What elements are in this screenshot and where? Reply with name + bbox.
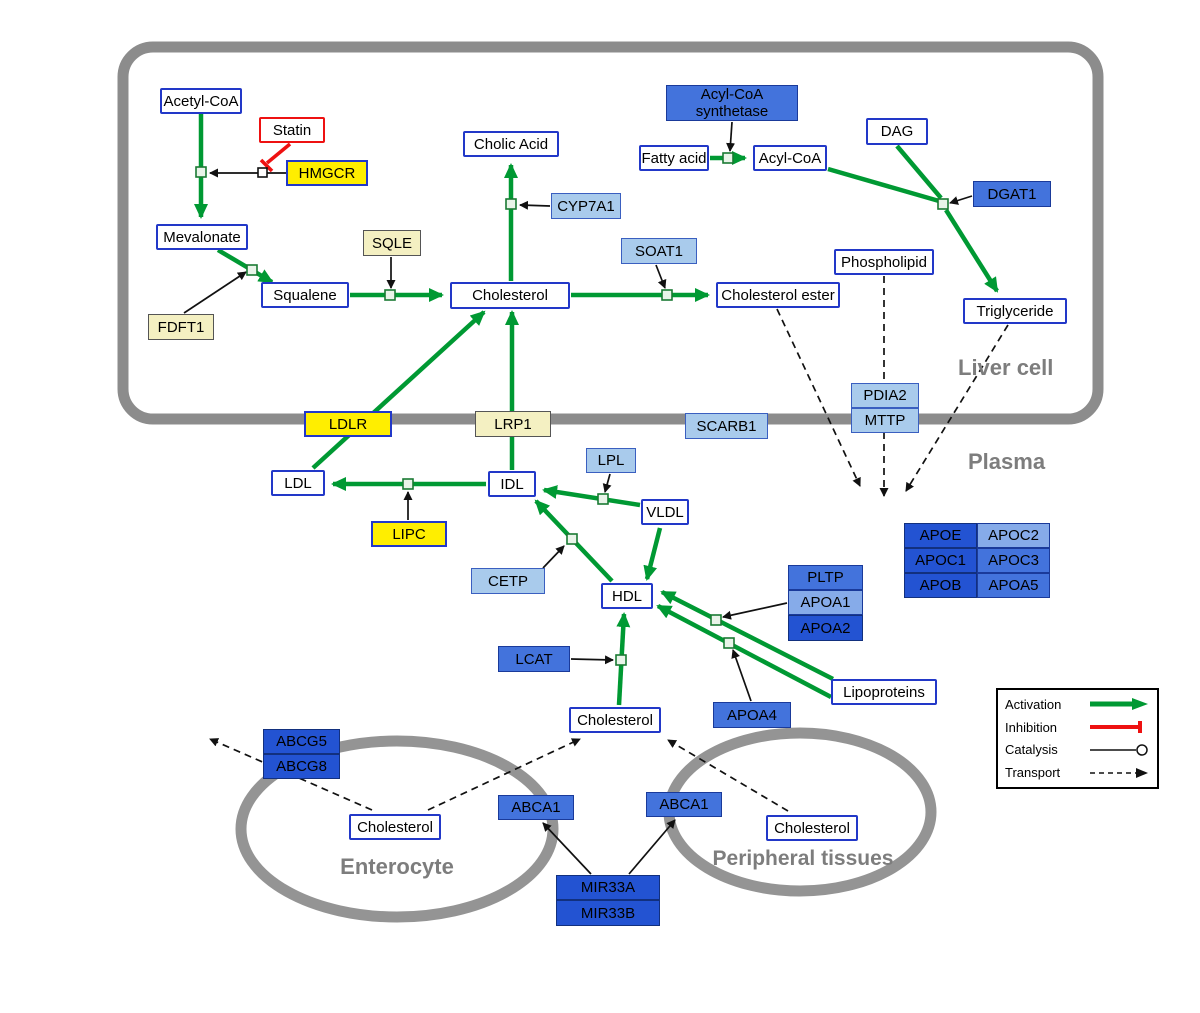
gene-apoa4[interactable]: APOA4: [713, 702, 791, 728]
gene-abca1-enterocyte[interactable]: ABCA1: [498, 795, 574, 820]
metabolite-idl[interactable]: IDL: [488, 471, 536, 497]
metabolite-acyl-coa[interactable]: Acyl-CoA: [753, 145, 827, 171]
catalysis-edges: [183, 121, 973, 875]
gene-cyp7a1[interactable]: CYP7A1: [551, 193, 621, 219]
inhibition-edge: [259, 142, 292, 173]
transport-dashed-arrow-icon: [1090, 767, 1148, 778]
plasma-label: Plasma: [968, 449, 1046, 474]
legend-activation: Activation: [1005, 696, 1150, 712]
metabolite-cholic-acid[interactable]: Cholic Acid: [463, 131, 559, 157]
gene-abca1-peripheral[interactable]: ABCA1: [646, 792, 722, 817]
gene-apob[interactable]: APOB: [904, 573, 977, 598]
gene-lipc[interactable]: LIPC: [371, 521, 447, 547]
gene-apoa2[interactable]: APOA2: [788, 615, 863, 641]
gene-acyl-coa-synthetase[interactable]: Acyl-CoA synthetase: [666, 85, 798, 121]
metabolite-cholesterol-enterocyte[interactable]: Cholesterol: [349, 814, 441, 840]
activation-arrow-icon: [1090, 698, 1148, 711]
legend-inhibition: Inhibition: [1005, 719, 1150, 735]
metabolite-squalene[interactable]: Squalene: [261, 282, 349, 308]
gene-lrp1[interactable]: LRP1: [475, 411, 551, 437]
metabolite-acetyl-coa[interactable]: Acetyl-CoA: [160, 88, 242, 114]
legend-catalysis: Catalysis: [1005, 742, 1150, 758]
enterocyte-membrane: [235, 735, 559, 923]
metabolite-lipoproteins[interactable]: Lipoproteins: [831, 679, 937, 705]
legend: Activation Inhibition Catalysis Transpor…: [996, 688, 1159, 789]
metabolite-cholesterol-peripheral[interactable]: Cholesterol: [766, 815, 858, 841]
metabolite-cholesterol-liver[interactable]: Cholesterol: [450, 282, 570, 309]
gene-abcg5[interactable]: ABCG5: [263, 729, 340, 754]
metabolite-phospholipid[interactable]: Phospholipid: [834, 249, 934, 275]
gene-lpl[interactable]: LPL: [586, 448, 636, 473]
peripheral-tissues-label: Peripheral tissues: [712, 847, 894, 870]
gene-apoc2[interactable]: APOC2: [977, 523, 1050, 548]
gene-cetp[interactable]: CETP: [471, 568, 545, 594]
metabolite-hdl[interactable]: HDL: [601, 583, 653, 609]
reaction-nodes: [195, 152, 949, 666]
gene-apoc3[interactable]: APOC3: [977, 548, 1050, 573]
legend-catalysis-label: Catalysis: [1005, 742, 1058, 758]
gene-mttp[interactable]: MTTP: [851, 408, 919, 433]
gene-lcat[interactable]: LCAT: [498, 646, 570, 672]
cell-membranes: [117, 41, 1104, 923]
gene-apoe[interactable]: APOE: [904, 523, 977, 548]
gene-mir33b[interactable]: MIR33B: [556, 900, 660, 926]
gene-pltp[interactable]: PLTP: [788, 565, 863, 590]
gene-soat1[interactable]: SOAT1: [621, 238, 697, 264]
legend-activation-label: Activation: [1005, 696, 1062, 712]
legend-transport-label: Transport: [1005, 765, 1061, 781]
liver-cell-label: Liver cell: [958, 355, 1054, 380]
enterocyte-label: Enterocyte: [340, 854, 454, 879]
gene-scarb1[interactable]: SCARB1: [685, 413, 768, 439]
metabolite-ldl[interactable]: LDL: [271, 470, 325, 496]
gene-sqle[interactable]: SQLE: [363, 230, 421, 256]
gene-abcg8[interactable]: ABCG8: [263, 754, 340, 779]
gene-apoa1[interactable]: APOA1: [788, 590, 863, 615]
metabolite-cholesterol-plasma[interactable]: Cholesterol: [569, 707, 661, 733]
drug-statin[interactable]: Statin: [259, 117, 325, 143]
gene-pdia2[interactable]: PDIA2: [851, 383, 919, 408]
legend-inhibition-label: Inhibition: [1005, 719, 1058, 735]
gene-mir33a[interactable]: MIR33A: [556, 875, 660, 900]
metabolite-triglyceride[interactable]: Triglyceride: [963, 298, 1067, 324]
metabolite-dag[interactable]: DAG: [866, 118, 928, 145]
inhibition-tbar-icon: [1090, 721, 1142, 734]
metabolite-fatty-acid[interactable]: Fatty acid: [639, 145, 709, 171]
gene-ldlr[interactable]: LDLR: [304, 411, 392, 437]
gene-apoc1[interactable]: APOC1: [904, 548, 977, 573]
catalysis-circle-icon: [1090, 744, 1148, 756]
inhibition-target-node: [257, 167, 268, 178]
gene-dgat1[interactable]: DGAT1: [973, 181, 1051, 207]
metabolite-mevalonate[interactable]: Mevalonate: [156, 224, 248, 250]
gene-apoa5[interactable]: APOA5: [977, 573, 1050, 598]
liver-cell-membrane: [117, 41, 1104, 425]
gene-hmgcr[interactable]: HMGCR: [286, 160, 368, 186]
metabolite-vldl[interactable]: VLDL: [641, 499, 689, 525]
metabolite-cholesterol-ester[interactable]: Cholesterol ester: [716, 282, 840, 308]
legend-transport: Transport: [1005, 765, 1150, 781]
gene-fdft1[interactable]: FDFT1: [148, 314, 214, 340]
